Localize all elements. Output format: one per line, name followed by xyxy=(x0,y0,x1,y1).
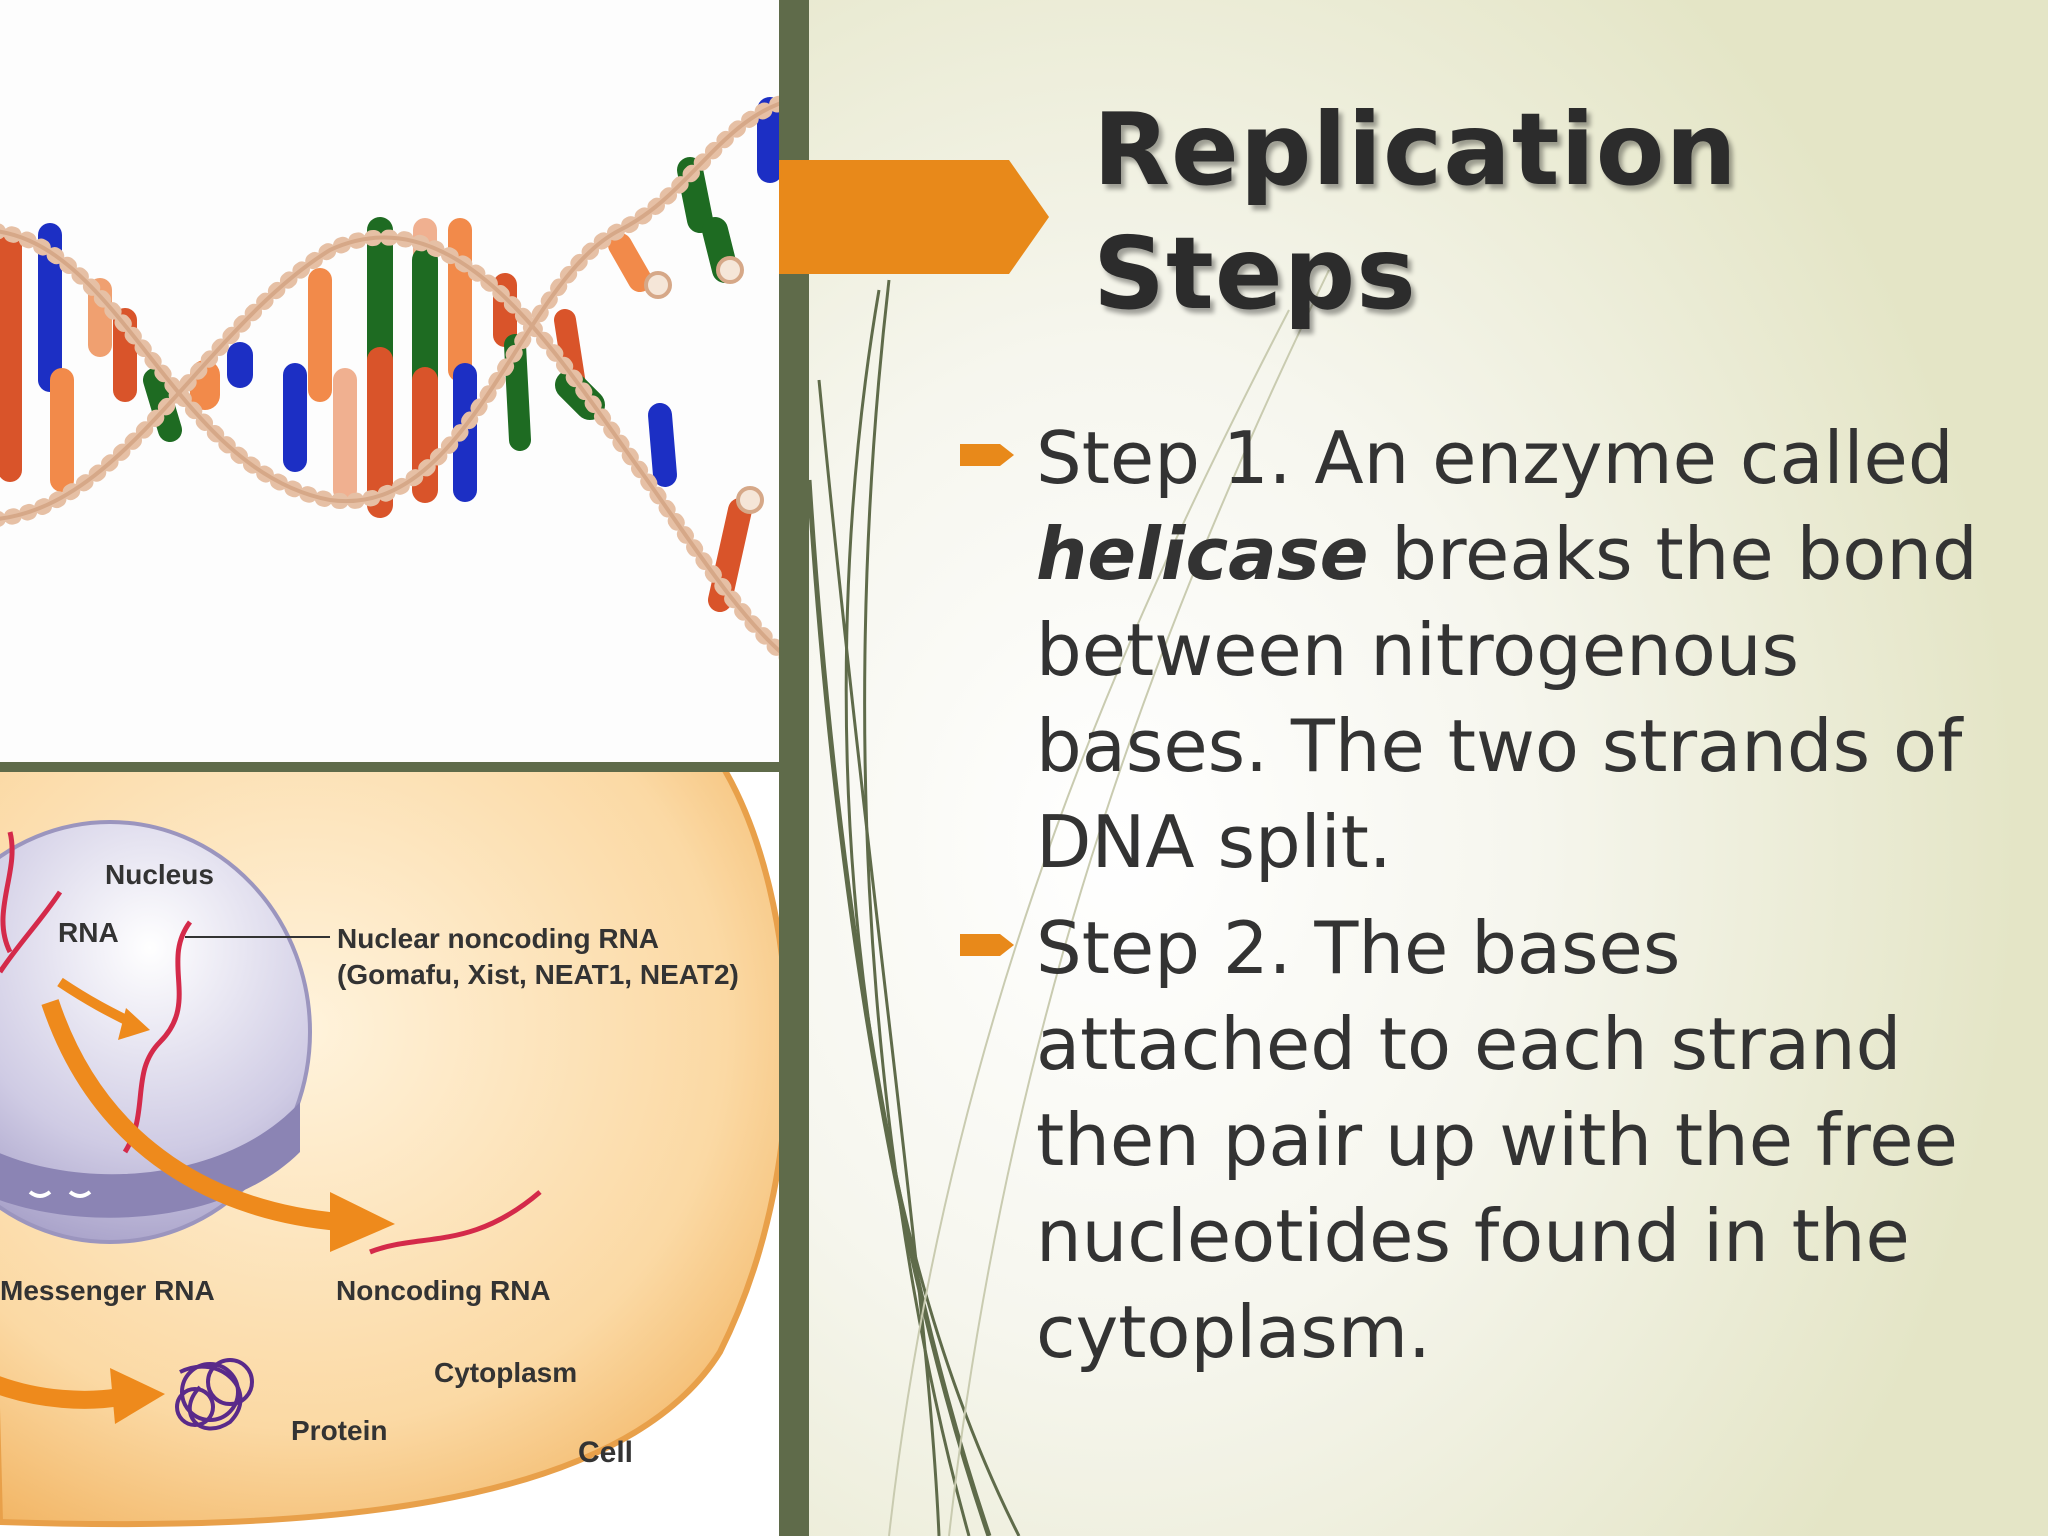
messenger-rna-label: Messenger RNA xyxy=(0,1275,215,1306)
slide-title: Replication Steps xyxy=(1093,88,1993,336)
step-2-text: Step 2. The bases attached to each stran… xyxy=(1036,906,1958,1374)
bullet-list: Step 1. An enzyme called helicase breaks… xyxy=(960,410,2020,1390)
horizontal-divider xyxy=(0,762,779,772)
dna-helix-image xyxy=(0,0,779,762)
cell-diagram: Nucleus RNA Nuclear noncoding RNA (Gomaf… xyxy=(0,772,779,1536)
cytoplasm-label: Cytoplasm xyxy=(434,1357,577,1388)
nuclear-noncoding-rna-label: Nuclear noncoding RNA xyxy=(337,923,659,954)
title-line-1: Replication xyxy=(1093,91,1738,208)
nucleus-label: Nucleus xyxy=(105,859,214,890)
arrow-bullet-icon xyxy=(960,444,1014,466)
title-accent-chevron xyxy=(779,160,1049,274)
helicase-term: helicase xyxy=(1036,512,1369,596)
step-1-text-end: breaks the bond between nitrogenous base… xyxy=(1036,512,1978,884)
rna-label: RNA xyxy=(58,917,119,948)
bullet-step-2: Step 2. The bases attached to each stran… xyxy=(960,900,2020,1380)
cell-label: Cell xyxy=(578,1436,633,1469)
decorative-curves xyxy=(809,269,1330,1536)
step-1-text-start: Step 1. An enzyme called xyxy=(1036,416,1954,500)
cell-diagram-illustration: Nucleus RNA Nuclear noncoding RNA (Gomaf… xyxy=(0,772,779,1528)
arrow-bullet-icon xyxy=(960,934,1014,956)
nuclear-noncoding-rna-examples-label: (Gomafu, Xist, NEAT1, NEAT2) xyxy=(337,959,739,990)
title-line-2: Steps xyxy=(1093,215,1417,332)
noncoding-rna-label: Noncoding RNA xyxy=(336,1275,551,1306)
bullet-step-1: Step 1. An enzyme called helicase breaks… xyxy=(960,410,2020,890)
dna-helix-illustration xyxy=(0,95,779,662)
protein-label: Protein xyxy=(291,1415,387,1446)
